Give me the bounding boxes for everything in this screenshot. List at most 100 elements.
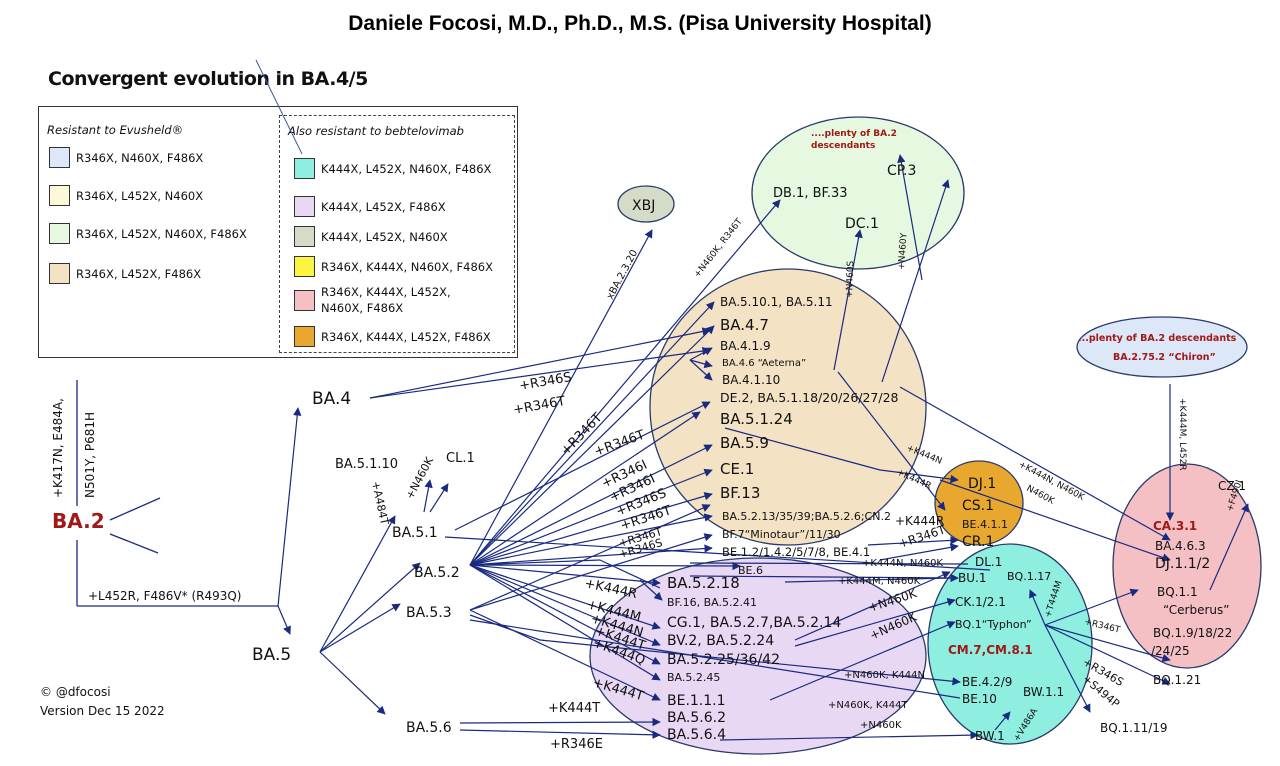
cyan-item: BE.10 <box>962 692 997 706</box>
legend-label: R346X, L452X, F486X <box>76 266 202 281</box>
purple-cluster-ellipse <box>589 557 927 755</box>
lineage-arrow <box>429 483 449 513</box>
lineage-arrow <box>1029 589 1046 626</box>
legend-right-title: Also resistant to bebtelovimab <box>288 124 464 138</box>
purple-item: BE.1.1.1 <box>667 693 726 709</box>
mutation-label: +N460K, R346T <box>692 217 745 280</box>
lineage-arrow <box>277 407 302 607</box>
author-title: Daniele Focosi, M.D., Ph.D., M.S. (Pisa … <box>348 12 932 35</box>
lineage-arrow <box>724 427 881 471</box>
orange-item: BE.4.1.1 <box>962 518 1008 531</box>
legend-label: K444X, L452X, N460X <box>321 229 448 244</box>
mutation-label: N501Y, P681H <box>83 412 97 498</box>
legend-item: R346X, L452X, N460X, F486X <box>49 223 247 244</box>
lineage-arrow <box>469 468 713 566</box>
legend-swatch <box>49 185 70 206</box>
mutation-label: +K444T <box>591 675 645 704</box>
orange-item: DJ.1 <box>968 476 996 492</box>
legend-swatch <box>294 226 315 247</box>
lineage-arrow <box>423 479 433 513</box>
legend-label-line2: N460X, F486X <box>321 301 404 315</box>
lineage-arrow <box>719 730 979 741</box>
cyan-item: BQ.1.17 <box>1007 570 1051 583</box>
mutation-label: +R346I <box>607 472 657 506</box>
node-ba2: BA.2 <box>52 509 105 533</box>
tan-item: BA.4.1.10 <box>722 373 780 387</box>
mutation-label: +R346T <box>592 428 647 460</box>
purple-item: CG.1, BA.5.2.7,BA.5.2.14 <box>667 615 841 631</box>
lineage-arrow <box>444 536 991 571</box>
purple-item: BF.16, BA.5.2.41 <box>667 596 757 609</box>
node-bq1119: BQ.1.11/19 <box>1100 721 1168 735</box>
mutation-label: +K444T <box>593 624 647 654</box>
lineage-arrow <box>1044 624 1171 685</box>
lineage-arrow <box>833 229 863 371</box>
tan-item: BE.1.2/1.4.2/5/7/8, BE.4.1 <box>722 545 870 559</box>
legend-item: K444X, L452X, N460X, F486X <box>294 158 491 179</box>
node-ba56: BA.5.6 <box>406 720 452 736</box>
lineage-arrow <box>689 359 713 369</box>
lineage-arrow <box>689 562 969 565</box>
legend-swatch <box>49 147 70 168</box>
node-ba53: BA.5.3 <box>406 605 452 621</box>
diagram-subtitle: Convergent evolution in BA.4/5 <box>48 68 368 90</box>
mutation-label: +K444Q <box>591 636 647 669</box>
pink-item: /24/25 <box>1151 644 1190 658</box>
version-text: Version Dec 15 2022 <box>40 704 165 718</box>
orange-item: CS.1 <box>962 498 994 514</box>
blue-note: ...plenty of BA.2 descendants <box>1078 333 1237 344</box>
lineage-arrow <box>867 536 959 546</box>
lineage-arrow <box>469 544 713 566</box>
lineage-arrow <box>459 729 661 740</box>
mutation-label: +N460K <box>860 720 902 731</box>
cyan-item: BQ.1“Typhon” <box>955 618 1032 631</box>
lineage-arrow <box>469 564 661 646</box>
mutation-label: +T444M <box>1043 580 1064 619</box>
legend-item: R346X, L452X, F486X <box>49 263 201 284</box>
green-item: DC.1 <box>845 216 879 232</box>
tan-item: BA.5.1.24 <box>720 410 793 428</box>
mutation-label: +L452R, F486V* (R493Q) <box>88 589 242 603</box>
node-ba51: BA.5.1 <box>392 525 438 541</box>
lineage-arrow <box>599 559 661 589</box>
mutation-label: +N460K, K444N <box>844 670 925 681</box>
mutation-label: +S494P <box>1080 672 1122 710</box>
mutation-label: +K444R <box>583 576 638 602</box>
xbj-ellipse <box>617 185 675 223</box>
legend-item: R346X, K444X, N460X, F486X <box>294 256 493 277</box>
tan-item: BF.7“Minotaur”/11/30 <box>722 528 841 541</box>
mutation-label: +R346S <box>518 370 573 394</box>
legend-swatch <box>49 263 70 284</box>
lineage-arrow <box>639 579 663 601</box>
lineage-arrow <box>469 504 711 611</box>
lineage-arrow <box>1044 588 1139 626</box>
mutation-label: +R346T <box>512 394 567 418</box>
mutation-label: +F490I <box>1225 479 1245 513</box>
mutation-label: +R346T <box>558 410 605 458</box>
lineage-arrow <box>994 711 1011 731</box>
legend-item: K444X, L452X, N460X <box>294 226 448 247</box>
purple-item: BA.5.2.45 <box>667 671 720 684</box>
lineage-arrow <box>469 609 661 701</box>
lineage-arrow <box>689 347 713 361</box>
mutation-label: +N460K <box>403 454 436 501</box>
purple-item: BA.5.2.25/36/42 <box>667 652 780 668</box>
lineage-arrow <box>879 543 959 561</box>
node-cz1: CZ.1 <box>1218 479 1246 493</box>
legend-label: R346X, N460X, F486X <box>76 150 204 165</box>
node-ba4: BA.4 <box>312 389 351 409</box>
tan-item: BF.13 <box>720 484 760 502</box>
cyan-cluster-ellipse <box>927 543 1093 745</box>
legend-swatch <box>294 290 315 311</box>
legend-box: Resistant to Evusheld® R346X, N460X, F48… <box>38 106 518 358</box>
lineage-arrow <box>469 564 661 630</box>
lineage-arrow <box>1044 624 1091 713</box>
lineage-arrow <box>794 571 951 641</box>
mutation-label: +K444N <box>905 444 943 467</box>
lineage-arrow <box>469 444 713 566</box>
mutation-label: +R346S <box>617 536 664 561</box>
pink-item: BQ.1.9/18/22 <box>1153 626 1232 640</box>
copyright-text: © @dfocosi <box>40 685 111 699</box>
